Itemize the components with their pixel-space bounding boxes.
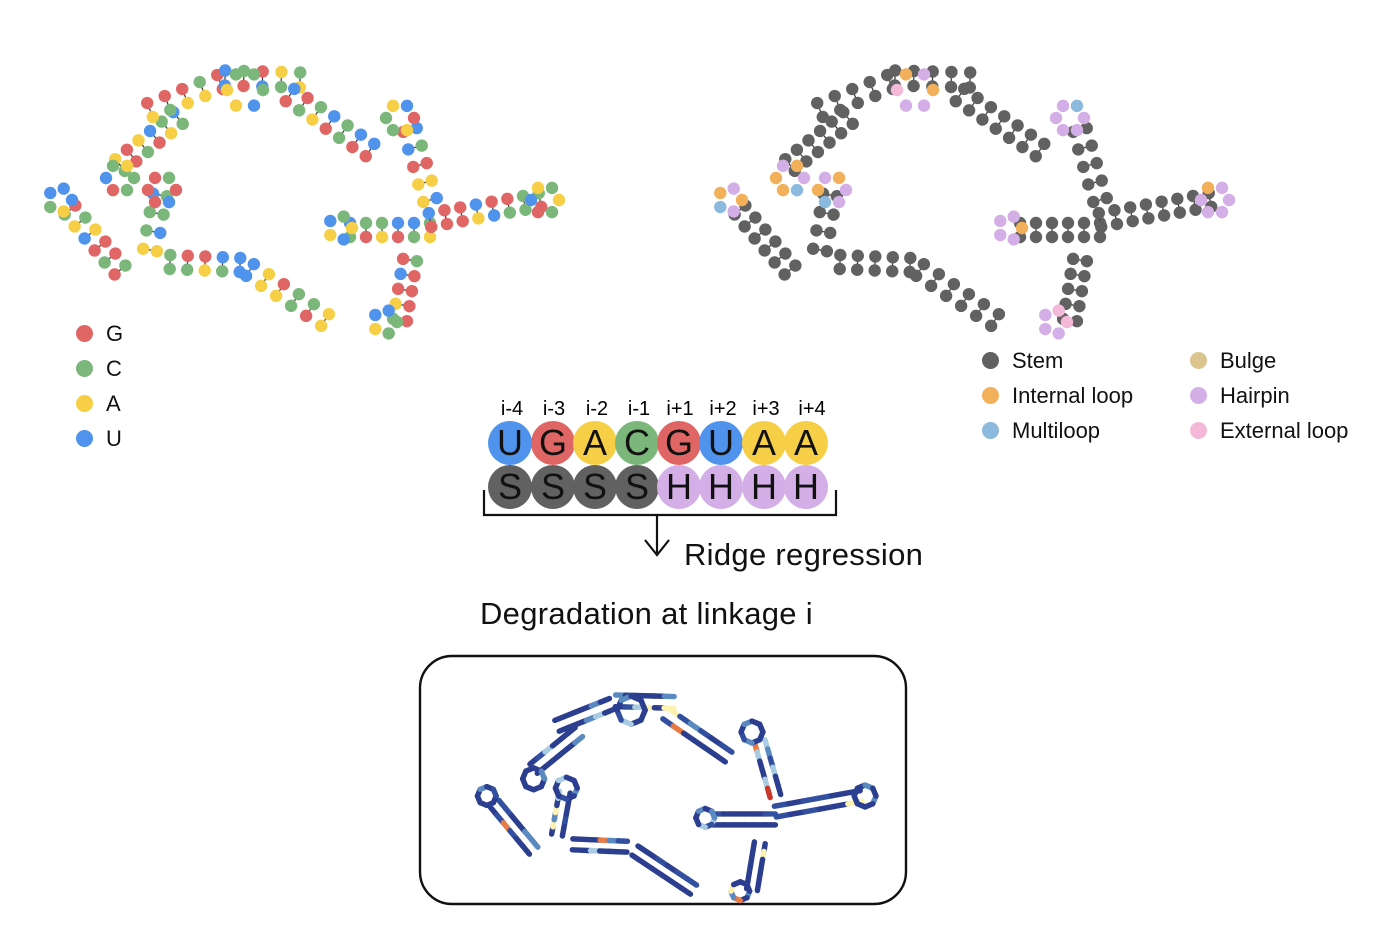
legend-label: Internal loop (1012, 382, 1134, 408)
nucleotide-circle: A (742, 421, 786, 465)
position-label: i+2 (709, 398, 737, 420)
structure-circle: S (615, 465, 659, 509)
sequence-colored-structure (44, 64, 566, 340)
position-label: i-4 (500, 398, 524, 420)
structure-legend-col1: Stem Internal loop Multiloop (982, 343, 1133, 448)
structure-circle: H (699, 465, 743, 509)
internal-loop-swatch (982, 387, 999, 404)
nucleotide-legend: G C A U (76, 316, 123, 456)
degradation-colored-structure (474, 692, 879, 904)
legend-label: Bulge (1220, 347, 1277, 373)
legend-item-g: G (76, 316, 123, 351)
structure-circle: S (531, 465, 575, 509)
legend-label: Stem (1012, 347, 1064, 373)
arrow-label: Ridge regression (684, 537, 924, 572)
nucleotide-circle: A (784, 421, 828, 465)
structure-circle: H (784, 465, 828, 509)
legend-label: A (106, 390, 121, 416)
legend-label: Hairpin (1220, 382, 1290, 408)
position-label: i-3 (542, 398, 566, 420)
legend-label: Multiloop (1012, 417, 1101, 443)
loop-type-colored-structure (714, 64, 1236, 340)
down-arrow-head (644, 539, 670, 557)
nucleotide-circle: A (573, 421, 617, 465)
position-label: i+1 (666, 398, 694, 420)
structure-circle: S (488, 465, 532, 509)
multiloop-swatch (982, 422, 999, 439)
degradation-panel-box (418, 654, 908, 906)
position-label: i-2 (585, 398, 609, 420)
structure-circle: S (573, 465, 617, 509)
legend-item-external-loop: External loop (1190, 413, 1348, 448)
stem-swatch (982, 352, 999, 369)
window-bracket (482, 490, 838, 557)
a-swatch (76, 395, 93, 412)
nucleotide-circle: G (531, 421, 575, 465)
nucleotide-circle: G (657, 421, 701, 465)
u-swatch (76, 430, 93, 447)
position-label: i+3 (752, 398, 780, 420)
legend-label: C (106, 355, 122, 381)
hairpin-swatch (1190, 387, 1207, 404)
g-swatch (76, 325, 93, 342)
legend-item-a: A (76, 386, 123, 421)
structure-circle: H (657, 465, 701, 509)
nucleotide-circle: U (488, 421, 532, 465)
nucleotide-circle: U (699, 421, 743, 465)
position-label: i+4 (798, 398, 826, 420)
structure-circle: H (742, 465, 786, 509)
bulge-swatch (1190, 352, 1207, 369)
legend-item-internal-loop: Internal loop (982, 378, 1133, 413)
legend-item-c: C (76, 351, 123, 386)
legend-item-hairpin: Hairpin (1190, 378, 1348, 413)
position-label: i-1 (627, 398, 651, 420)
legend-item-bulge: Bulge (1190, 343, 1348, 378)
legend-label: G (106, 320, 124, 346)
legend-label: External loop (1220, 417, 1349, 443)
legend-item-multiloop: Multiloop (982, 413, 1133, 448)
structure-legend-col2: Bulge Hairpin External loop (1190, 343, 1348, 448)
legend-item-u: U (76, 421, 123, 456)
legend-item-stem: Stem (982, 343, 1133, 378)
external-loop-swatch (1190, 422, 1207, 439)
legend-label: U (106, 425, 122, 451)
c-swatch (76, 360, 93, 377)
output-title: Degradation at linkage i (480, 596, 813, 631)
nucleotide-circle: C (615, 421, 659, 465)
